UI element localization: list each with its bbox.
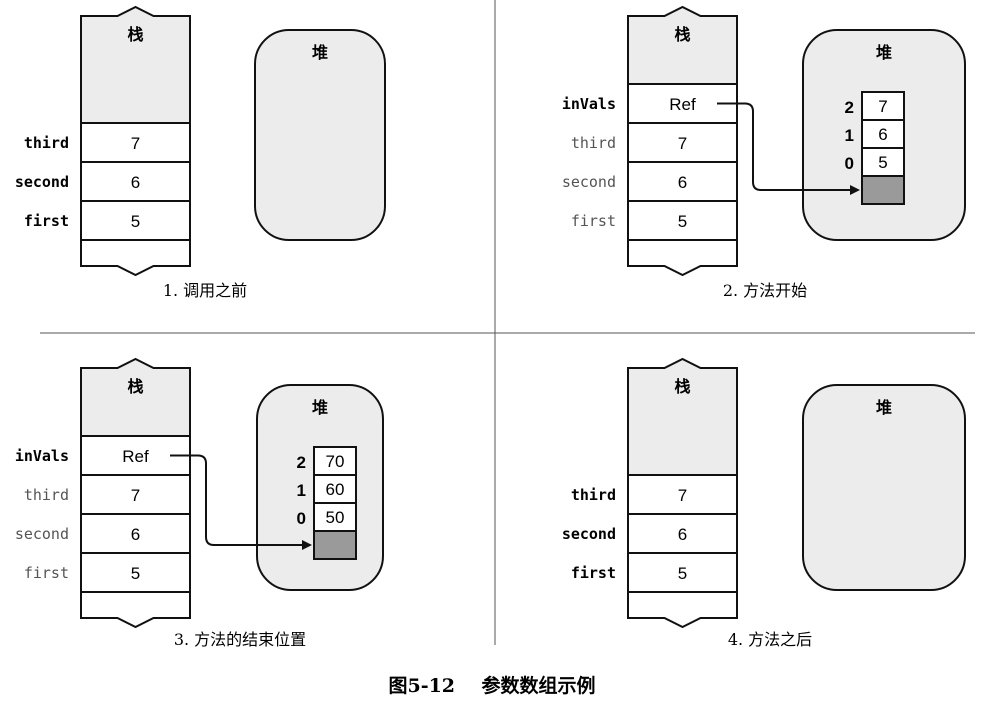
array-cell xyxy=(861,119,905,149)
array-header-cell xyxy=(861,175,905,205)
variable-label: second xyxy=(562,173,616,191)
stack-label: 栈 xyxy=(127,377,143,396)
variable-label: second xyxy=(15,173,69,191)
stack-row-inVals: Ref inVals xyxy=(15,435,191,476)
stack-cell xyxy=(80,552,191,593)
panel-3: 栈 Ref inVals 7 third 6 second 5 first 堆 70 2 60 1 50 0 3… xyxy=(15,357,384,649)
panel-caption: 2. 方法开始 xyxy=(723,281,807,300)
stack-row-third: 7 third xyxy=(24,122,191,163)
stack-cell-value: Ref xyxy=(122,447,149,466)
variable-label: third xyxy=(24,134,69,152)
variable-label: first xyxy=(24,564,69,582)
stack-cell xyxy=(80,513,191,554)
stack-row-first: 5 first xyxy=(24,200,191,241)
array-index: 1 xyxy=(297,481,306,500)
stack-bottom-cell xyxy=(80,239,191,277)
stack-cell-value: 7 xyxy=(678,134,687,153)
arrow-head-icon xyxy=(850,185,860,195)
panel-1: 栈 7 third 6 second 5 first 堆 1. 调用之前 xyxy=(15,5,386,300)
stack-label: 栈 xyxy=(127,25,143,44)
stack-row-second: 6 second xyxy=(15,161,191,202)
panel-caption: 3. 方法的结束位置 xyxy=(174,630,306,649)
variable-label: inVals xyxy=(562,95,616,113)
reference-arrow xyxy=(717,102,852,191)
panel-4: 栈 7 third 6 second 5 first 堆 4. 方法之后 xyxy=(562,357,966,649)
panel-caption: 4. 方法之后 xyxy=(728,630,812,649)
stack-cell-value: 5 xyxy=(678,212,687,231)
heap-array: 70 2 60 1 50 0 xyxy=(297,446,357,560)
panel-caption: 1. 调用之前 xyxy=(163,281,247,300)
array-cell xyxy=(313,474,357,504)
variable-label: third xyxy=(24,486,69,504)
variable-label: second xyxy=(562,525,616,543)
variable-label: second xyxy=(15,525,69,543)
array-header-cell xyxy=(313,530,357,560)
stack-row-first: 5 first xyxy=(24,552,191,593)
heap-box xyxy=(802,384,966,591)
array-cell-value: 70 xyxy=(326,452,345,471)
variable-label: first xyxy=(24,212,69,230)
figure-title: 图5-12 参数数组示例 xyxy=(388,674,595,697)
stack-cell xyxy=(80,122,191,163)
stack-cell-value: 5 xyxy=(678,564,687,583)
stack-row-first: 5 first xyxy=(571,552,738,593)
array-cell xyxy=(313,502,357,532)
array-index: 1 xyxy=(845,126,854,145)
heap-label: 堆 xyxy=(312,398,328,417)
stack-bottom-cell xyxy=(80,591,191,629)
stack-cell xyxy=(80,161,191,202)
heap-array: 7 2 6 1 5 0 xyxy=(845,91,905,205)
stack-cell-value: 5 xyxy=(131,212,140,231)
array-cell-value: 7 xyxy=(878,97,887,116)
stack-cell-value: 6 xyxy=(678,173,687,192)
heap-box xyxy=(254,29,386,241)
stack-cell-value: 6 xyxy=(678,525,687,544)
stack-cell xyxy=(80,474,191,515)
stack-row-first: 5 first xyxy=(571,200,738,241)
heap-label: 堆 xyxy=(876,398,892,417)
array-index: 0 xyxy=(297,509,306,528)
array-index: 2 xyxy=(845,98,854,117)
array-cell-value: 5 xyxy=(878,153,887,172)
stack-row-second: 6 second xyxy=(562,161,738,202)
array-index: 0 xyxy=(845,154,854,173)
stack-header xyxy=(80,357,191,437)
stack-cell-value: 5 xyxy=(131,564,140,583)
stack-label: 栈 xyxy=(674,377,690,396)
stack-row-third: 7 third xyxy=(571,474,738,515)
stack-row-second: 6 second xyxy=(562,513,738,554)
variable-label: first xyxy=(571,212,616,230)
variable-label: inVals xyxy=(15,447,69,465)
array-cell xyxy=(861,147,905,177)
arrow-head-icon xyxy=(302,540,312,550)
stack-row-inVals: Ref inVals xyxy=(562,83,738,124)
stack-label: 栈 xyxy=(674,25,690,44)
stack-header xyxy=(627,5,738,85)
stack-row-third: 7 third xyxy=(571,122,738,163)
stack-row-third: 7 third xyxy=(24,474,191,515)
stack-cell-value: 6 xyxy=(131,525,140,544)
stack-cell-value: 7 xyxy=(131,486,140,505)
stack-bottom-cell xyxy=(627,591,738,629)
stack-cell-value: 7 xyxy=(678,486,687,505)
stack-row-second: 6 second xyxy=(15,513,191,554)
variable-label: first xyxy=(571,564,616,582)
variable-label: third xyxy=(571,486,616,504)
stack-cell xyxy=(627,474,738,515)
array-cell-value: 50 xyxy=(326,508,345,527)
array-cell xyxy=(313,446,357,476)
array-index: 2 xyxy=(297,453,306,472)
array-cell-value: 6 xyxy=(878,125,887,144)
stack-cell-value: 7 xyxy=(131,134,140,153)
stack-cell-value: 6 xyxy=(131,173,140,192)
stack-cell-value: Ref xyxy=(669,95,696,114)
reference-arrow xyxy=(170,454,304,546)
stack-cell xyxy=(627,122,738,163)
stack-bottom-cell xyxy=(627,239,738,277)
variable-label: third xyxy=(571,134,616,152)
heap-label: 堆 xyxy=(312,43,328,62)
panel-2: 栈 Ref inVals 7 third 6 second 5 first 堆 7 2 6 1 5 0 2. 方… xyxy=(562,5,966,300)
array-cell-value: 60 xyxy=(326,480,345,499)
heap-label: 堆 xyxy=(876,43,892,62)
